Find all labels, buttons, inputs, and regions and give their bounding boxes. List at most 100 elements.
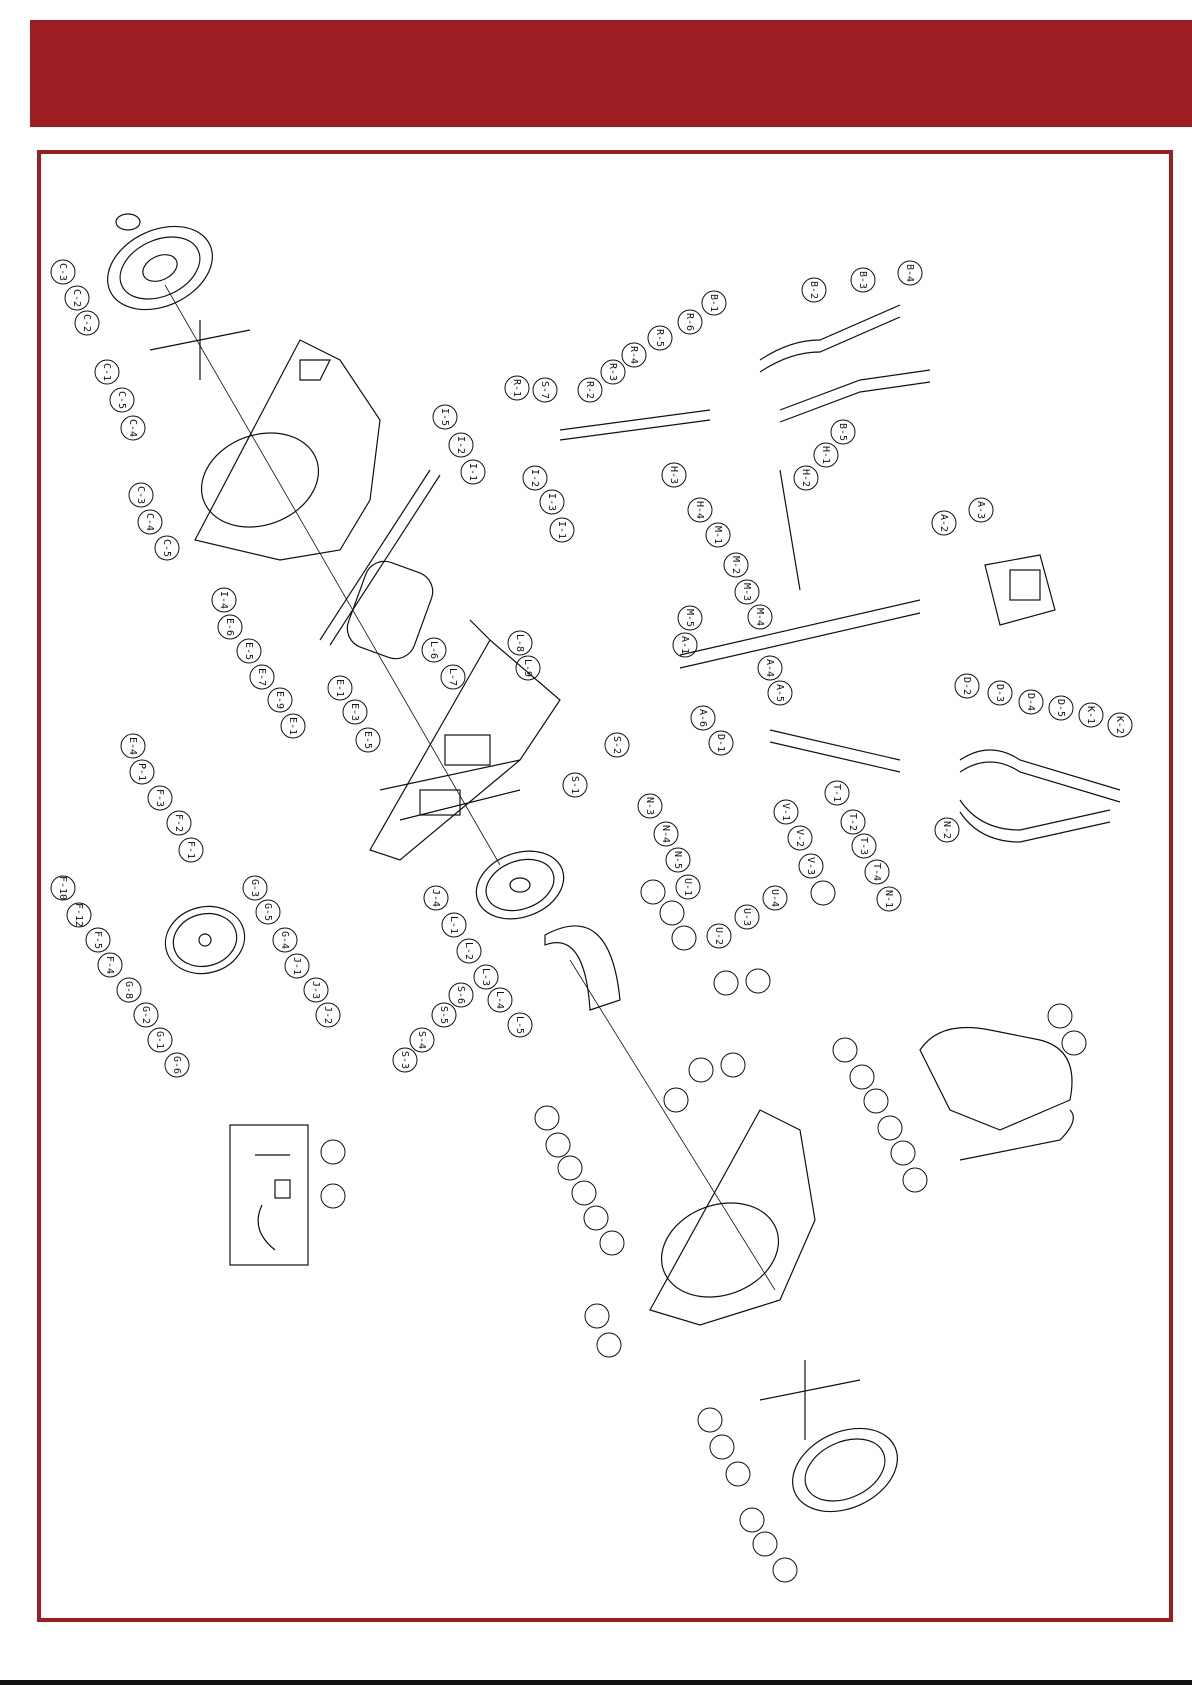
part-label: C-2: [81, 314, 92, 332]
part-label: R-1: [511, 379, 522, 397]
part-label: K-2: [1114, 716, 1125, 734]
part-label: T-1: [831, 784, 842, 802]
part-label: C-3: [57, 263, 68, 281]
part-label: C-5: [116, 391, 127, 409]
part-label: G-1: [154, 1031, 165, 1049]
part-label: L-2: [463, 942, 474, 960]
part-label: E-7: [256, 668, 267, 686]
part-label: R-3: [607, 363, 618, 381]
part-label: T-2: [847, 813, 858, 831]
header-banner: [30, 20, 1192, 127]
part-label: I-2: [455, 436, 466, 454]
part-label: F-5: [92, 931, 103, 949]
part-label: G-3: [249, 879, 260, 897]
part-label: S-4: [416, 1031, 427, 1049]
part-label: E-6: [224, 618, 235, 636]
part-label: I-4: [218, 591, 229, 609]
part-label: U-2: [713, 927, 724, 945]
part-label: L-8: [514, 634, 525, 652]
leader-lines: [164, 284, 776, 1291]
part-label: M-2: [730, 556, 741, 574]
part-label: N-1: [883, 890, 894, 908]
part-label: A-3: [975, 501, 986, 519]
part-label: D-5: [1055, 699, 1066, 717]
part-label: I-1: [467, 463, 478, 481]
part-label: C-1: [101, 363, 112, 381]
part-label: I-1: [556, 521, 567, 539]
part-label: H-3: [668, 466, 679, 484]
part-label: U-4: [769, 889, 780, 907]
part-label: G-2: [140, 1006, 151, 1024]
part-label: J-4: [430, 889, 441, 907]
part-label: D-3: [994, 684, 1005, 702]
upper-handlebars: [559, 304, 931, 591]
part-label: R-5: [654, 329, 665, 347]
part-label: S-5: [438, 1006, 449, 1024]
part-label: G-6: [171, 1056, 182, 1074]
part-label: R-6: [684, 313, 695, 331]
handlebar-stem: [679, 599, 921, 669]
part-label: F-10: [57, 876, 68, 900]
part-label: H-4: [694, 501, 705, 519]
part-label: M-3: [741, 583, 752, 601]
part-label: T-3: [858, 837, 869, 855]
part-label: L-3: [480, 968, 491, 986]
part-label: U-1: [682, 878, 693, 896]
part-label: C-2: [71, 289, 82, 307]
part-label: K-1: [1085, 706, 1096, 724]
part-label: R-2: [584, 381, 595, 399]
part-label: D-2: [961, 677, 972, 695]
part-label: E-3: [349, 703, 360, 721]
part-label: P-1: [136, 763, 147, 781]
part-label: C-4: [144, 513, 155, 531]
part-label: B-5: [837, 423, 848, 441]
flywheel: [164, 905, 246, 975]
part-label: N-2: [941, 821, 952, 839]
bottom-pedal-cover: [759, 1360, 898, 1513]
part-label: M-5: [684, 609, 695, 627]
part-label: V-1: [780, 803, 791, 821]
part-label: T-4: [871, 863, 882, 881]
part-label: A-5: [774, 684, 785, 702]
part-label: N-4: [660, 825, 671, 843]
part-label: B-2: [808, 281, 819, 299]
part-label: S-7: [539, 381, 550, 399]
part-label: L-6: [428, 641, 439, 659]
part-label: B-1: [708, 294, 719, 312]
diagram-frame: [37, 150, 1173, 1622]
part-label: C-4: [127, 419, 138, 437]
part-label: E-9: [274, 691, 285, 709]
main-frame: [369, 619, 561, 861]
part-label: E-1: [287, 717, 298, 735]
part-label: F-2: [173, 814, 184, 832]
right-shroud: [649, 1109, 816, 1326]
flywheel-cover: [319, 469, 441, 660]
part-label: E-1: [334, 679, 345, 697]
part-label: D-1: [715, 734, 726, 752]
part-label: E-4: [127, 737, 138, 755]
drive-pulley: [475, 850, 621, 1011]
part-label: V-2: [794, 829, 805, 847]
left-shroud: [194, 339, 381, 561]
part-label: S-1: [569, 776, 580, 794]
part-label: L-1: [448, 916, 459, 934]
side-grip-frame: [919, 1027, 1074, 1161]
part-label: S-2: [611, 736, 622, 754]
part-label: M-4: [754, 608, 765, 626]
console: [984, 554, 1056, 626]
part-label: A-1: [679, 636, 690, 654]
adapter-box: [229, 1124, 309, 1266]
part-label: D-4: [1025, 693, 1036, 711]
part-label: J-2: [322, 1006, 333, 1024]
part-label: L-5: [514, 1016, 525, 1034]
part-label: F-1: [185, 841, 196, 859]
part-label: H-2: [800, 469, 811, 487]
part-label: B-4: [904, 264, 915, 282]
part-label: C-3: [135, 486, 146, 504]
part-label: B-3: [857, 271, 868, 289]
lower-handlebars: [769, 729, 1121, 843]
part-label: S-6: [455, 986, 466, 1004]
part-label: L-9: [522, 659, 533, 677]
part-callouts: [50, 259, 1133, 1583]
